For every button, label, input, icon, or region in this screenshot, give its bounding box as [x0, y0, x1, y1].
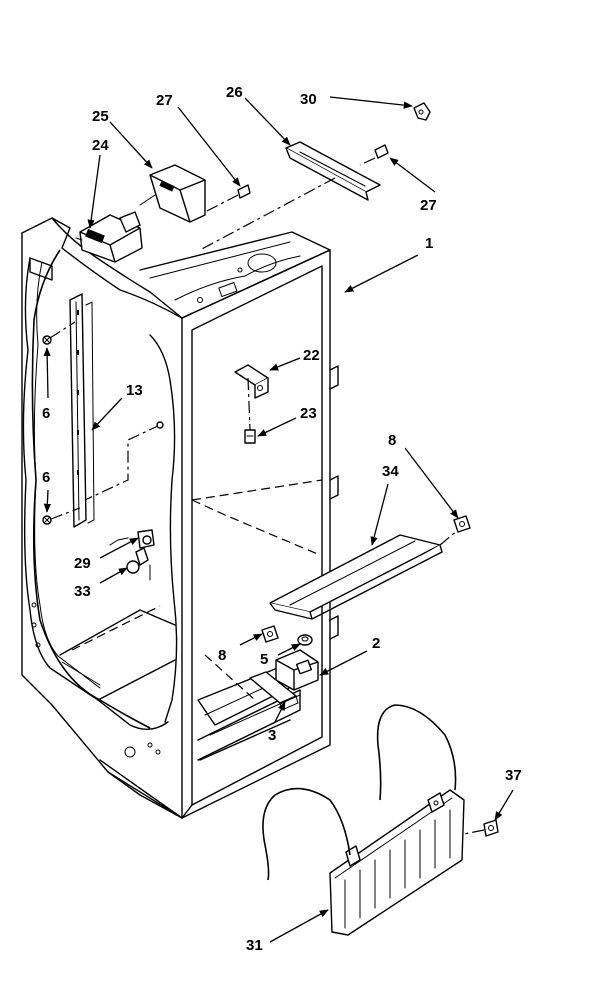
clip: [413, 102, 431, 121]
callout-1: 1: [425, 235, 433, 252]
callout-30: 30: [300, 91, 317, 108]
heater-lead-left: [262, 787, 351, 881]
callout-8-right: 8: [388, 432, 396, 449]
shelf-screw-right: [453, 515, 471, 533]
light-socket-assembly: [109, 529, 155, 581]
callout-23: 23: [300, 405, 317, 422]
callout-26: 26: [226, 84, 243, 101]
top-rail: [285, 141, 381, 201]
light-screw: [244, 429, 256, 444]
shelf-screw-left: [261, 625, 279, 643]
callout-24: 24: [92, 137, 109, 154]
callout-33: 33: [74, 583, 91, 600]
callout-6-upper: 6: [42, 405, 50, 422]
cabinet-liner: [21, 217, 339, 819]
switch: [275, 649, 319, 691]
nut: [297, 634, 313, 646]
callout-37: 37: [505, 767, 522, 784]
callout-labels: 1 2 3 5 6 6 8 8 13 22 23 24 25 26 27 27 …: [42, 84, 522, 954]
screw-upper: [42, 321, 76, 345]
housing-bracket: [139, 164, 206, 223]
rail-mounting-line: [199, 177, 336, 251]
callout-2: 2: [372, 635, 380, 652]
callout-29: 29: [74, 555, 91, 572]
callout-34: 34: [382, 463, 399, 480]
cabinet-wire-harness: [31, 249, 151, 729]
shelf-cover: [269, 534, 443, 620]
defrost-heater: [329, 789, 465, 936]
leader-lines: [43, 96, 514, 943]
callout-8-left: 8: [218, 647, 226, 664]
heater-lead-right: [376, 704, 457, 801]
callout-31: 31: [246, 937, 263, 954]
callout-27-left: 27: [156, 92, 173, 109]
screw-rail: [359, 144, 389, 166]
callout-3: 3: [268, 727, 276, 744]
screw-bracket: [204, 184, 251, 213]
callout-22: 22: [303, 347, 320, 364]
shelf-track: [69, 293, 95, 528]
shelf-mounting-line: [439, 529, 459, 546]
callout-13: 13: [126, 382, 143, 399]
control-housing: [75, 211, 143, 263]
heater-screw: [463, 819, 499, 837]
screw-lower: [42, 507, 81, 525]
callout-25: 25: [92, 108, 109, 125]
callout-6-lower: 6: [42, 469, 50, 486]
callout-27-right: 27: [420, 197, 437, 214]
callout-5: 5: [260, 651, 268, 668]
light-bracket: [234, 364, 269, 431]
